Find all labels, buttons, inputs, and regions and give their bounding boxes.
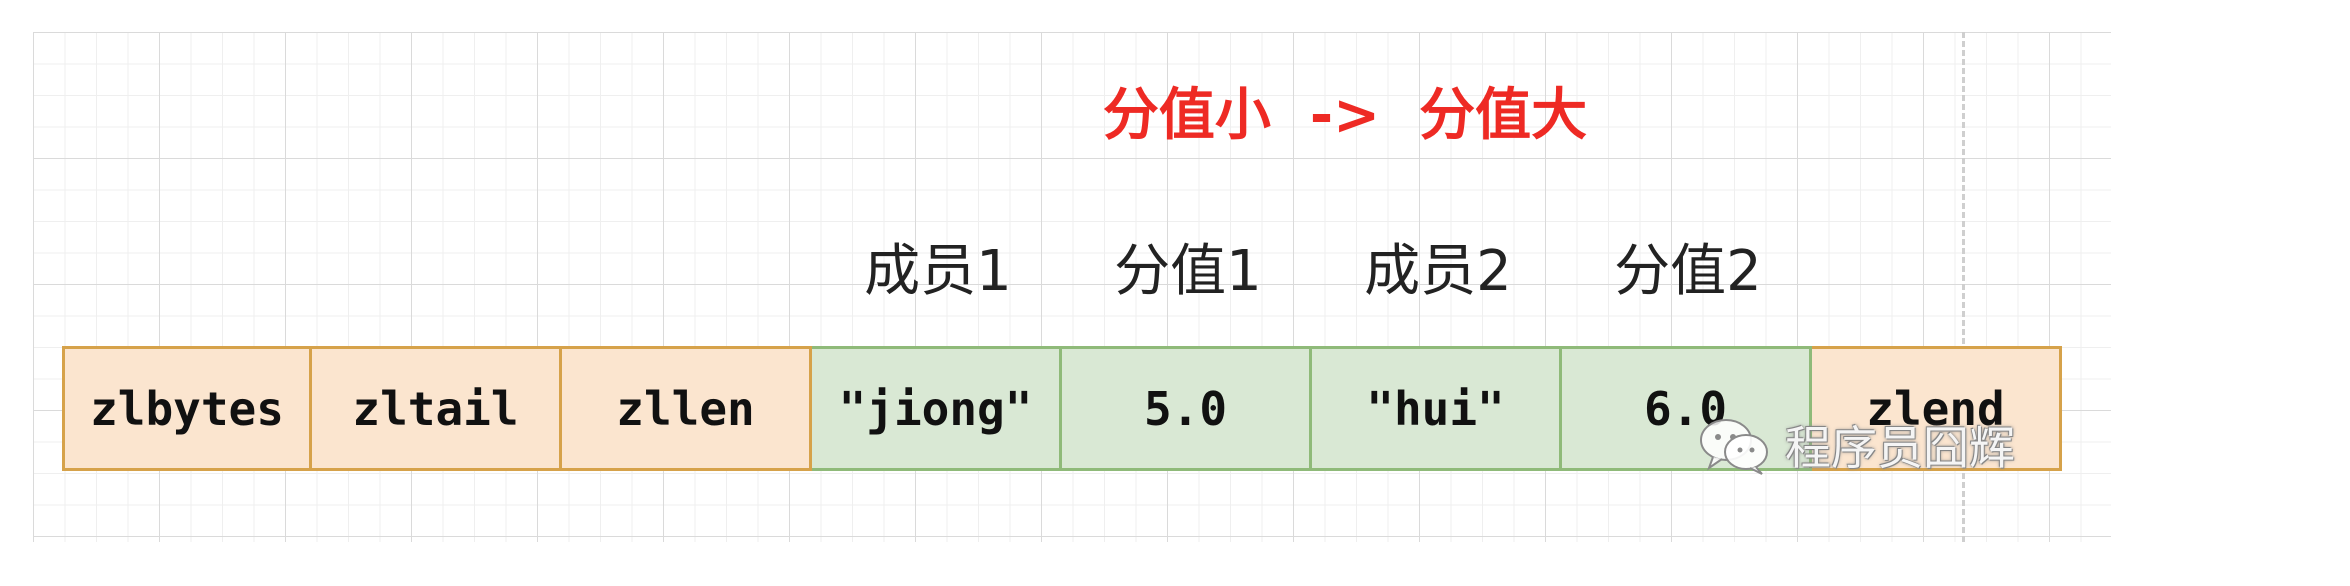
score-1-label: 分值1 bbox=[1114, 238, 1262, 304]
zllen-cell: zllen bbox=[562, 346, 812, 471]
wechat-icon bbox=[1700, 419, 1768, 475]
score-2-label: 分值2 bbox=[1614, 238, 1762, 304]
zltail-cell: zltail bbox=[312, 346, 562, 471]
dashed-guide-line bbox=[1962, 32, 1965, 542]
zlend-cell: zlend bbox=[1812, 346, 2062, 471]
member-1-label: 成员1 bbox=[864, 238, 1012, 304]
watermark-text: 程序员囧辉 bbox=[1785, 421, 2015, 475]
watermark: 程序员囧辉 bbox=[1695, 410, 2015, 480]
order-title: 分值小 -> 分值大 bbox=[1102, 82, 1588, 148]
member-2-label: 成员2 bbox=[1364, 238, 1512, 304]
member-1-cell: "jiong" bbox=[812, 346, 1062, 471]
ziplist-row: zlbytes zltail zllen "jiong" 5.0 "hui" 6… bbox=[62, 346, 2062, 471]
zlbytes-cell: zlbytes bbox=[62, 346, 312, 471]
score-1-cell: 5.0 bbox=[1062, 346, 1312, 471]
member-2-cell: "hui" bbox=[1312, 346, 1562, 471]
